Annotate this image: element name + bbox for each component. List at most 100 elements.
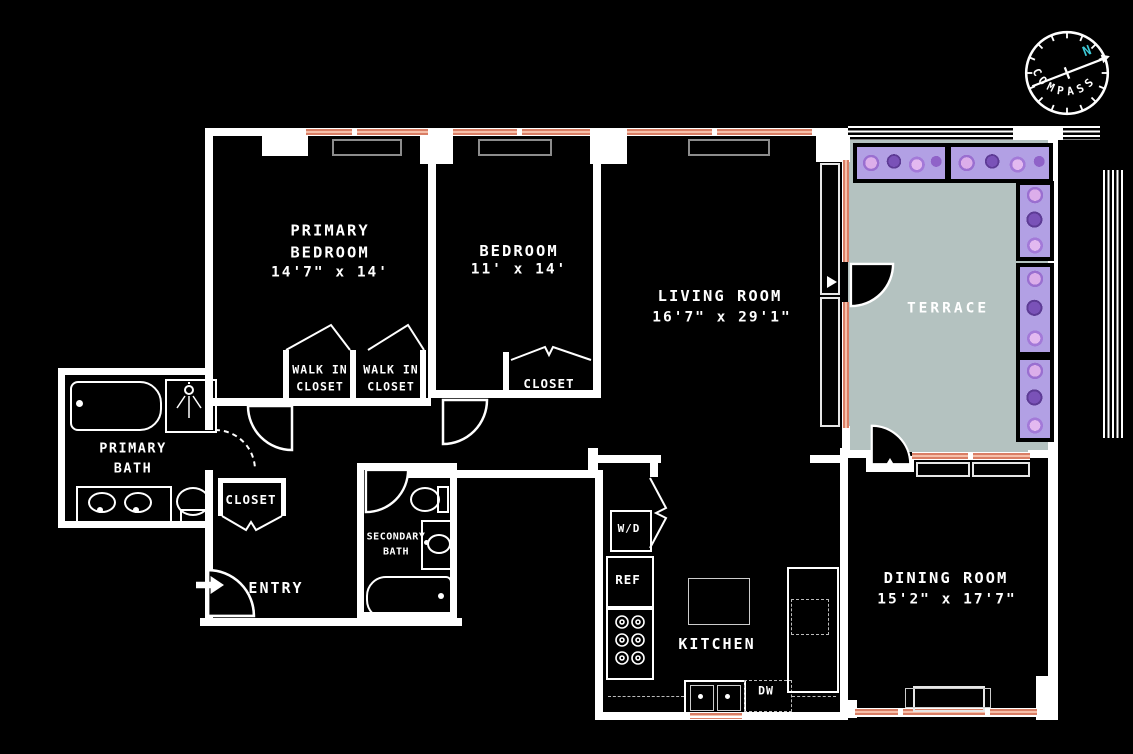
kitchen-island [688,578,750,625]
window [842,160,849,262]
wall [428,390,601,398]
room-label-walk-in-closet-1: WALK IN CLOSET [292,362,348,393]
wall-closet [281,478,286,516]
compass: COMPASS N [1024,30,1110,116]
wall-pier [816,136,846,162]
wall-closet [350,350,356,398]
window-mullion [517,128,522,136]
wall-living-bottom [597,455,661,463]
planter-box [1016,263,1054,356]
wall-secondary-bath [357,463,364,620]
wall-bath [58,521,212,528]
window [306,128,428,136]
room-label-primary-bath: PRIMARY BATH [99,440,167,476]
radiator [820,163,840,295]
wall-closet [420,350,426,398]
wall-living-bottom [810,455,848,463]
wall [590,128,627,136]
kitchen-sink [684,680,746,718]
door-arc-entry [206,568,256,618]
bathtub-faucet-icon [76,400,83,407]
sink-basin [690,685,714,711]
wall-secondary-bath [357,463,457,470]
window-mullion [985,708,990,717]
room-label-hall-closet: CLOSET [225,491,277,507]
closet-door-wd [649,477,668,549]
planter-box [1016,356,1054,442]
wall [812,128,848,136]
toilet-tank [180,509,207,523]
wall-kitchen-dining-divider [840,448,848,720]
wall-stub [588,448,598,474]
terrace-floor [848,140,1048,452]
sink-faucet-icon [97,507,103,513]
room-label-primary-bedroom: PRIMARY BEDROOM [290,221,370,262]
closet-door-hall [221,515,283,532]
terrace-railing-top-2 [1063,126,1100,140]
door-arc-bedroom [441,398,489,446]
wall-pier [420,136,453,164]
window [855,708,1037,717]
wall-left [205,470,213,626]
wall [205,128,306,136]
compass-north-label: N [1081,43,1094,60]
bathtub [366,576,452,620]
window [627,128,812,136]
compass-ring-label: COMPASS [1029,66,1094,98]
peninsula-appliance-outline [791,599,829,635]
sink-faucet-icon [424,540,429,545]
wall-dining-right [1048,456,1058,702]
vanity [76,486,172,524]
counter-outline [792,696,836,697]
wall-wd-notch [650,463,658,477]
wall-entry-bottom [200,618,462,626]
closet-door-walkin-2 [367,323,425,351]
room-label-entry: ENTRY [248,579,304,598]
wall [428,128,453,136]
toilet [410,487,440,512]
wall [848,450,872,458]
radiator [916,462,970,477]
range-box [606,606,654,680]
sink-faucet-icon [133,507,139,513]
terrace-railing-right [1103,170,1125,438]
room-label-terrace: TERRACE [906,300,990,317]
room-dims-dining-room: 15'2" x 17'7" [877,591,1017,608]
radiator [688,139,770,156]
wall-hallway [404,470,600,478]
svg-text:COMPASS: COMPASS [1029,66,1099,98]
sink [427,534,451,554]
wall-closet [283,350,289,398]
wall-pier [262,136,308,156]
radiator [332,139,402,156]
console-outline [905,688,991,708]
window-mullion [712,128,717,136]
door-arc-primary-bedroom [246,404,294,452]
wall-bedroom-living-divider [593,136,601,390]
sink-drain-icon [725,694,730,699]
door-swing-primary-bath [214,429,256,471]
dishwasher-outline [744,680,792,712]
wall-left [205,128,213,430]
room-label-walk-in-closet-2: WALK IN CLOSET [363,362,419,393]
radiator [972,462,1030,477]
kitchen-peninsula [787,567,839,693]
wall-kitchen-bottom [740,712,848,720]
terrace-door-arrow-icon [884,458,896,468]
door-arc-living-terrace [849,262,895,308]
toilet [176,487,210,516]
window [842,302,849,428]
window-mullion [968,452,973,460]
window-mullion [898,708,903,717]
wall-kitchen-left [595,470,603,720]
room-dims-bedroom: 11' x 14' [470,261,568,278]
wall-secondary-bath [450,463,457,620]
wall-closet [503,352,509,398]
closet-door-bedroom [510,345,592,361]
sink-drain-icon [698,694,703,699]
wall [842,136,850,162]
terrace-door-arrow-icon [827,276,837,288]
door-arc-secondary-bath [364,468,410,514]
shower-head-icon [176,382,202,418]
planter-box [853,143,949,183]
